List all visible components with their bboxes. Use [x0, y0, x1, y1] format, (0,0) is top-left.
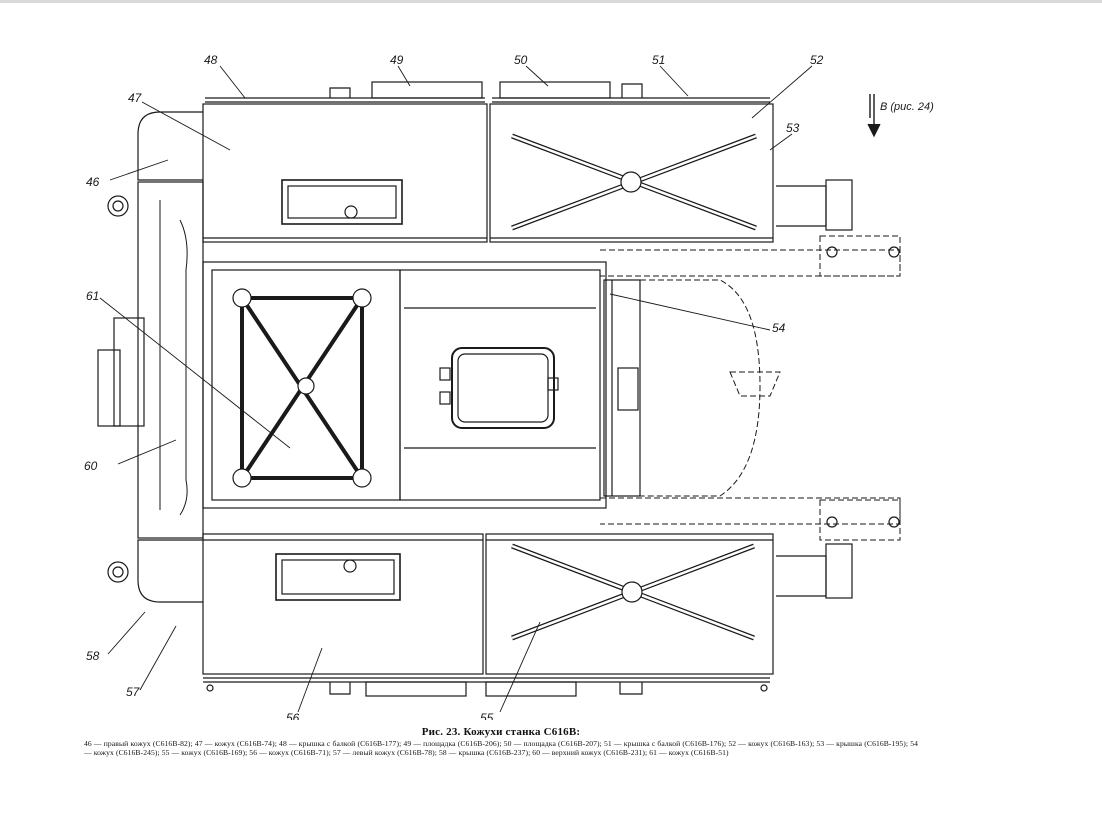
legend-item: 47 — кожух (С616В-74);	[194, 739, 280, 748]
legend-item: 61 — кожух (С616В-51)	[649, 747, 729, 757]
housing-61	[202, 261, 607, 509]
callout-47: 47	[128, 91, 143, 105]
leader-lines	[99, 65, 813, 713]
callout-60: 60	[84, 459, 98, 473]
right-brackets	[776, 179, 900, 599]
caption-title: Рис. 23. Кожухи станка С616В:	[421, 726, 581, 738]
legend-item: 58 — крышка (С616В-237);	[439, 747, 533, 757]
center-panel	[399, 269, 601, 501]
machine-body	[600, 235, 901, 541]
callout-49: 49	[390, 53, 404, 67]
legend-item: 57 — левый кожух (С616В-78);	[332, 747, 440, 757]
legend-item: 50 — площадка (С616В-207);	[503, 739, 604, 748]
technical-drawing: 46 47 48 49 50 51 52 53 54 55 56 57 58 6…	[84, 53, 934, 720]
callout-46: 46	[86, 175, 100, 189]
housing-52	[489, 103, 774, 243]
legend-item: 60 — верхний кожух (С616В-231);	[532, 747, 650, 757]
housing-55	[485, 533, 774, 675]
legend-item: 55 — кожух (С616В-169);	[161, 747, 250, 757]
legend-item: 54 — кожух (С616В-245);	[84, 739, 919, 757]
callout-48: 48	[204, 53, 218, 67]
left-end-covers	[97, 111, 204, 603]
callout-51: 51	[652, 53, 665, 67]
callout-58: 58	[86, 649, 100, 663]
legend-item: 46 — правый кожух (С616В-82);	[84, 739, 195, 748]
callout-53: 53	[786, 121, 800, 135]
legend-item: 56 — кожух (С616В-71);	[249, 747, 333, 757]
legend-item: 51 — крышка с балкой (С616В-176);	[603, 739, 729, 748]
housing-54	[603, 279, 641, 497]
legend-item: 53 — крышка (С616В-195);	[816, 739, 911, 748]
callout-56: 56	[286, 711, 300, 720]
view-arrow-label: В (рис. 24)	[880, 101, 934, 113]
legend-item: 49 — площадка (С616В-206);	[403, 739, 504, 748]
top-platforms	[205, 81, 770, 103]
callout-57: 57	[126, 685, 141, 699]
callout-50: 50	[514, 53, 528, 67]
legend-item: 52 — кожух (С616В-163);	[728, 739, 817, 748]
housing-56	[202, 533, 484, 675]
figure-caption: Рис. 23. Кожухи станка С616В: 46 — правы…	[84, 726, 918, 757]
callout-54: 54	[772, 321, 786, 335]
top-border	[0, 0, 1102, 3]
callout-52: 52	[810, 53, 824, 67]
bottom-platforms	[203, 677, 770, 697]
callout-55: 55	[480, 711, 494, 720]
legend-item: 48 — крышка с балкой (С616В-177);	[279, 739, 404, 748]
caption-legend: 46 — правый кожух (С616В-82); 47 — кожух…	[84, 739, 919, 757]
view-arrow	[867, 94, 881, 138]
housing-47	[202, 103, 488, 243]
callout-61: 61	[86, 289, 99, 303]
